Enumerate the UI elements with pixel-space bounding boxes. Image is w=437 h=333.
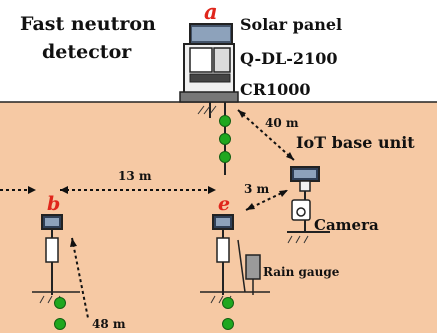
station-letter-b: b: [47, 193, 60, 215]
distance-13m: 13 m: [118, 169, 152, 183]
label-solar-panel: Solar panel: [240, 15, 342, 34]
title-line-2: detector: [42, 41, 132, 63]
soil-sensor: [54, 297, 66, 309]
label-datalogger: CR1000: [240, 80, 311, 99]
iot-base-unit: [287, 166, 330, 244]
soil-sensor: [219, 115, 231, 127]
arrow-heads: [28, 110, 294, 247]
rain-gauge-icon: [245, 254, 261, 280]
datalogger-icon: [189, 73, 231, 83]
main-station: [179, 23, 239, 118]
distance-3m: 3 m: [244, 182, 270, 196]
station-e: [200, 214, 270, 330]
station-letter-a: a: [204, 0, 218, 24]
label-camera: Camera: [314, 216, 379, 234]
station-letter-e: e: [218, 193, 230, 215]
label-logger-model: Q-DL-2100: [240, 49, 337, 68]
station-b: [32, 214, 80, 330]
sensor-chain-a: [219, 102, 231, 175]
soil-sensor: [222, 297, 234, 309]
soil-sensor: [219, 133, 231, 145]
label-iot-base-unit: IoT base unit: [296, 133, 415, 152]
distance-40m: 40 m: [265, 116, 299, 130]
soil-sensor: [54, 318, 66, 330]
label-rain-gauge: Rain gauge: [263, 265, 340, 279]
soil-sensor: [222, 318, 234, 330]
soil-sensor: [219, 151, 231, 163]
arrow-a-to-base: [237, 109, 295, 161]
title-line-1: Fast neutron: [20, 13, 156, 35]
arrow-b-down: [71, 237, 89, 319]
distance-48m: 48 m: [92, 317, 126, 331]
